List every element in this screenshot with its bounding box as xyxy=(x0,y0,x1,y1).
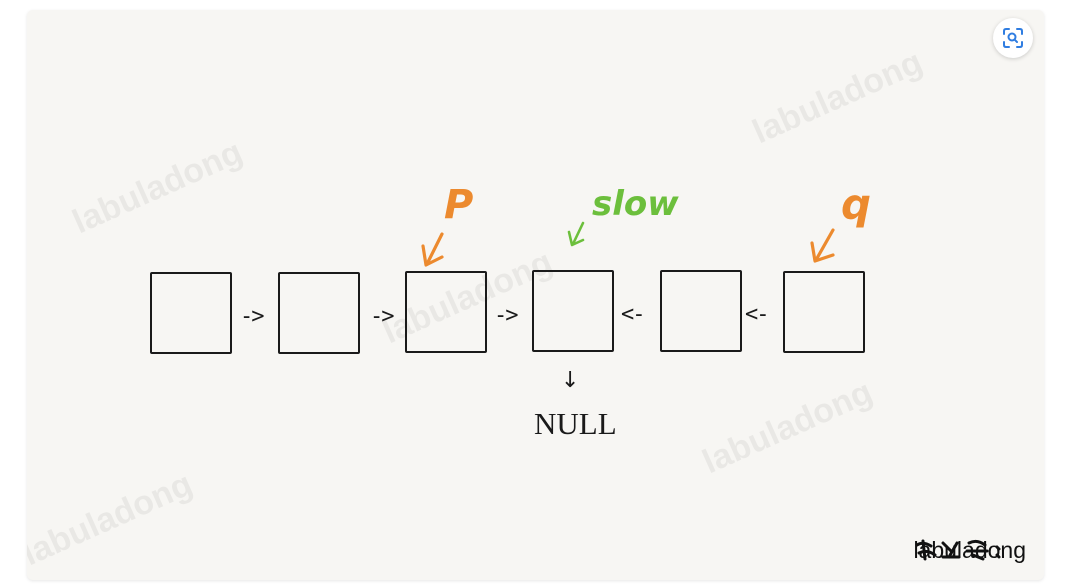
pointer-slow-arrow xyxy=(567,221,585,247)
list-node-6 xyxy=(783,271,865,353)
list-node-1 xyxy=(150,272,232,354)
connector-left-2: <- xyxy=(745,302,769,327)
connector-right-1: -> xyxy=(240,304,264,329)
pointer-arrows xyxy=(421,221,835,267)
pointer-p-arrow xyxy=(421,232,444,267)
null-label: NULL xyxy=(534,406,617,441)
connector-left-1: <- xyxy=(621,302,645,327)
null-arrow: ↓ xyxy=(561,368,580,393)
zoom-button[interactable] xyxy=(993,18,1033,58)
connector-right-3: -> xyxy=(494,303,518,328)
list-node-4 xyxy=(532,270,614,352)
signature: labuladong xyxy=(913,537,1026,564)
zoom-scan-icon xyxy=(1003,28,1023,48)
pointer-p-label: P xyxy=(444,182,474,228)
list-node-5 xyxy=(660,270,742,352)
diagram-card: labuladong labuladong labuladong labulad… xyxy=(27,10,1044,580)
signature-calligraphy-mark xyxy=(915,539,1001,561)
connector-right-2: -> xyxy=(370,304,394,329)
list-node-2 xyxy=(278,272,360,354)
pointer-slow-label: slow xyxy=(592,184,679,224)
pointer-q-arrow xyxy=(810,228,835,263)
pointer-q-label: q xyxy=(841,180,872,229)
list-node-3 xyxy=(405,271,487,353)
